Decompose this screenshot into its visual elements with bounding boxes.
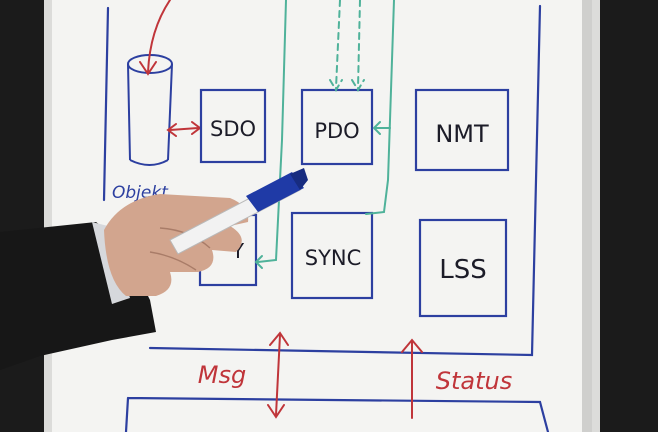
red-arrow-into-od <box>139 0 171 76</box>
nmt-label: NMT <box>435 120 489 148</box>
sdo-box <box>199 88 267 164</box>
msg-label: Msg <box>198 361 246 389</box>
msg-arrow <box>267 331 289 419</box>
outer-node-frame <box>102 4 542 357</box>
status-label: Status <box>436 367 512 395</box>
sync-label: SYNC <box>305 246 362 270</box>
status-arrow <box>401 338 423 419</box>
marker-pen <box>169 168 308 255</box>
nmt-box <box>414 88 510 172</box>
lss-box <box>418 218 508 318</box>
board-right-edge <box>582 0 592 432</box>
sdo-label: SDO <box>210 117 256 141</box>
lss-label: LSS <box>439 255 487 285</box>
bus-box <box>124 396 550 432</box>
pdo-label: PDO <box>314 119 359 143</box>
sync-box <box>290 211 374 300</box>
